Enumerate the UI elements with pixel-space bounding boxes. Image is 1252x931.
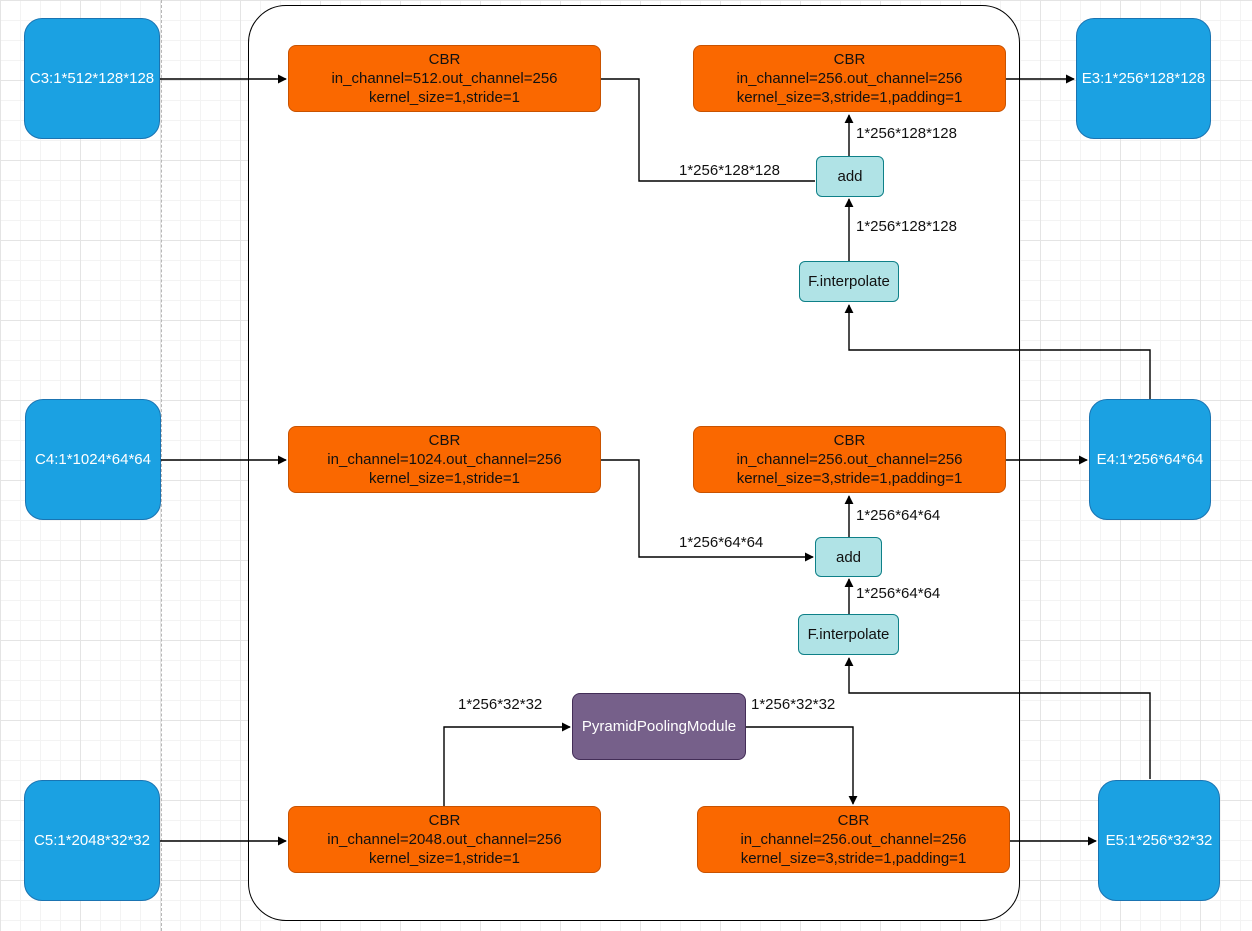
label-mid-add-out: 1*256*64*64: [856, 507, 941, 524]
output-e5: E5:1*256*32*32: [1098, 780, 1220, 901]
label-top-lateral: 1*256*128*128: [679, 162, 780, 179]
edge-cbr-c4-to-add: [601, 459, 814, 562]
label-top-interp-out: 1*256*128*128: [856, 218, 957, 235]
output-e4: E4:1*256*64*64: [1089, 399, 1211, 520]
edge-e4-to-interp-top: [844, 304, 1151, 399]
cbr-output-e5: CBR in_channel=256.out_channel=256 kerne…: [697, 806, 1010, 873]
input-c3: C3:1*512*128*128: [24, 18, 160, 139]
label-mid-interp-out: 1*256*64*64: [856, 585, 941, 602]
label-top-add-out: 1*256*128*128: [856, 125, 957, 142]
edge-e5-to-interp-mid: [844, 657, 1151, 779]
interpolate-node-top: F.interpolate: [799, 261, 899, 302]
page-divider: [161, 0, 162, 931]
input-c5: C5:1*2048*32*32: [24, 780, 160, 901]
label-ppm-in: 1*256*32*32: [458, 696, 543, 713]
label-ppm-out: 1*256*32*32: [751, 696, 836, 713]
input-c4: C4:1*1024*64*64: [25, 399, 161, 520]
cbr-lateral-c3: CBR in_channel=512.out_channel=256 kerne…: [288, 45, 601, 112]
add-node-mid: add: [815, 537, 882, 577]
interpolate-node-mid: F.interpolate: [798, 614, 899, 655]
cbr-lateral-c4: CBR in_channel=1024.out_channel=256 kern…: [288, 426, 601, 493]
edge-cbr-c5-to-ppm: [443, 722, 571, 806]
output-e3: E3:1*256*128*128: [1076, 18, 1211, 139]
cbr-output-e4: CBR in_channel=256.out_channel=256 kerne…: [693, 426, 1006, 493]
pyramid-pooling-module: PyramidPoolingModule: [572, 693, 746, 760]
cbr-output-e3: CBR in_channel=256.out_channel=256 kerne…: [693, 45, 1006, 112]
cbr-lateral-c5: CBR in_channel=2048.out_channel=256 kern…: [288, 806, 601, 873]
edge-cbr-c3-to-add: [601, 78, 815, 182]
label-mid-lateral: 1*256*64*64: [679, 534, 764, 551]
add-node-top: add: [816, 156, 884, 197]
edge-ppm-to-cbr-e5: [746, 726, 858, 805]
